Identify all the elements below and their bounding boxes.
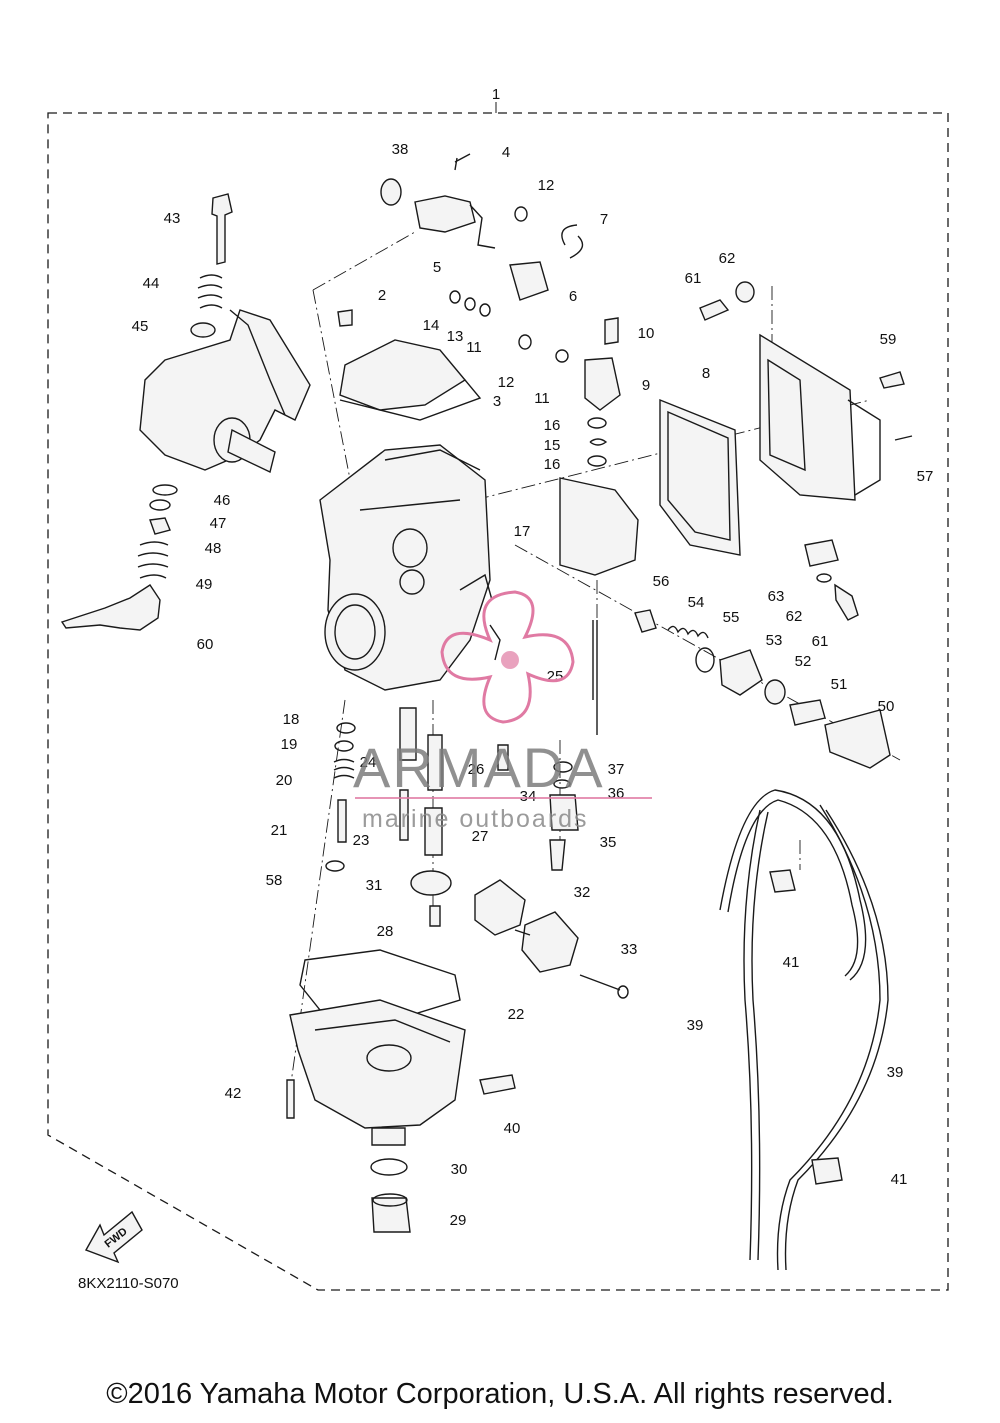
callout-12: 12 — [538, 177, 555, 194]
callout-35: 35 — [600, 834, 617, 851]
callout-32: 32 — [574, 884, 591, 901]
callout-60: 60 — [197, 636, 214, 653]
callout-39: 39 — [687, 1017, 704, 1034]
callout-41: 41 — [783, 954, 800, 971]
callout-54: 54 — [688, 594, 705, 611]
callout-37: 37 — [608, 761, 625, 778]
callout-2: 2 — [378, 287, 386, 304]
vent-hose-group — [719, 789, 889, 1271]
callout-29: 29 — [450, 1212, 467, 1229]
callout-57: 57 — [917, 468, 934, 485]
callout-34: 34 — [520, 788, 537, 805]
callout-20: 20 — [276, 772, 293, 789]
callout-17: 17 — [514, 523, 531, 540]
callout-5: 5 — [433, 259, 441, 276]
callout-15: 15 — [544, 437, 561, 454]
callout-22: 22 — [508, 1006, 525, 1023]
callout-48: 48 — [205, 540, 222, 557]
plunger-group — [592, 609, 891, 769]
callout-11: 11 — [534, 390, 550, 407]
callout-55: 55 — [723, 609, 740, 626]
callout-1: 1 — [492, 86, 500, 103]
callout-3: 3 — [493, 393, 501, 410]
copyright-notice: ©2016 Yamaha Motor Corporation, U.S.A. A… — [106, 1378, 894, 1410]
drawing-code: 8KX2110-S070 — [78, 1275, 179, 1292]
callout-31: 31 — [366, 877, 383, 894]
callout-24: 24 — [360, 754, 377, 771]
callout-40: 40 — [504, 1120, 521, 1137]
jet-group — [325, 707, 579, 927]
fwd-arrow: FWD — [84, 1210, 143, 1264]
callout-25: 25 — [547, 668, 564, 685]
callout-28: 28 — [377, 923, 394, 940]
callout-39: 39 — [887, 1064, 904, 1081]
callout-8: 8 — [702, 365, 710, 382]
callout-53: 53 — [766, 632, 783, 649]
callout-59: 59 — [880, 331, 897, 348]
carburetor-body — [319, 444, 501, 691]
callout-26: 26 — [468, 761, 485, 778]
float-group — [474, 879, 629, 999]
callout-38: 38 — [392, 141, 409, 158]
callout-49: 49 — [196, 576, 213, 593]
callout-27: 27 — [472, 828, 489, 845]
callout-62: 62 — [786, 608, 803, 625]
callout-9: 9 — [642, 377, 650, 394]
propeller-logo — [440, 590, 575, 724]
callout-4: 4 — [502, 144, 510, 161]
callout-62: 62 — [719, 250, 736, 267]
callout-51: 51 — [831, 676, 848, 693]
callout-layer: 1234567891011111212131415161617181920212… — [132, 86, 934, 1229]
callout-7: 7 — [600, 211, 608, 228]
callout-10: 10 — [638, 325, 655, 342]
callout-16: 16 — [544, 456, 561, 473]
throttle-linkage-group — [60, 193, 311, 631]
callout-42: 42 — [225, 1085, 242, 1102]
callout-30: 30 — [451, 1161, 468, 1178]
callout-11: 11 — [466, 339, 482, 356]
callout-23: 23 — [353, 832, 370, 849]
callout-46: 46 — [214, 492, 231, 509]
callout-14: 14 — [423, 317, 440, 334]
callout-52: 52 — [795, 653, 812, 670]
callout-12: 12 — [498, 374, 515, 391]
callout-16: 16 — [544, 417, 561, 434]
callout-6: 6 — [569, 288, 577, 305]
callout-61: 61 — [685, 270, 702, 287]
callout-43: 43 — [164, 210, 181, 227]
callout-61: 61 — [812, 633, 829, 650]
callout-58: 58 — [266, 872, 283, 889]
assembly-boundary — [47, 112, 949, 1291]
watermark-tagline: marine outboards — [362, 805, 589, 833]
callout-41: 41 — [891, 1171, 908, 1188]
float-bowl-group — [286, 949, 516, 1233]
callout-63: 63 — [768, 588, 785, 605]
callout-44: 44 — [143, 275, 160, 292]
callout-13: 13 — [447, 328, 464, 345]
armada-watermark: ARMADA marine outboards — [353, 590, 652, 833]
watermark-brand: ARMADA — [353, 736, 605, 799]
callout-18: 18 — [283, 711, 300, 728]
callout-19: 19 — [281, 736, 298, 753]
callout-50: 50 — [878, 698, 895, 715]
callout-33: 33 — [621, 941, 638, 958]
right-cover-group — [659, 281, 913, 621]
callout-45: 45 — [132, 318, 149, 335]
callout-56: 56 — [653, 573, 670, 590]
callout-36: 36 — [608, 785, 625, 802]
callout-47: 47 — [210, 515, 227, 532]
callout-21: 21 — [271, 822, 288, 839]
top-cover-group — [337, 153, 639, 576]
